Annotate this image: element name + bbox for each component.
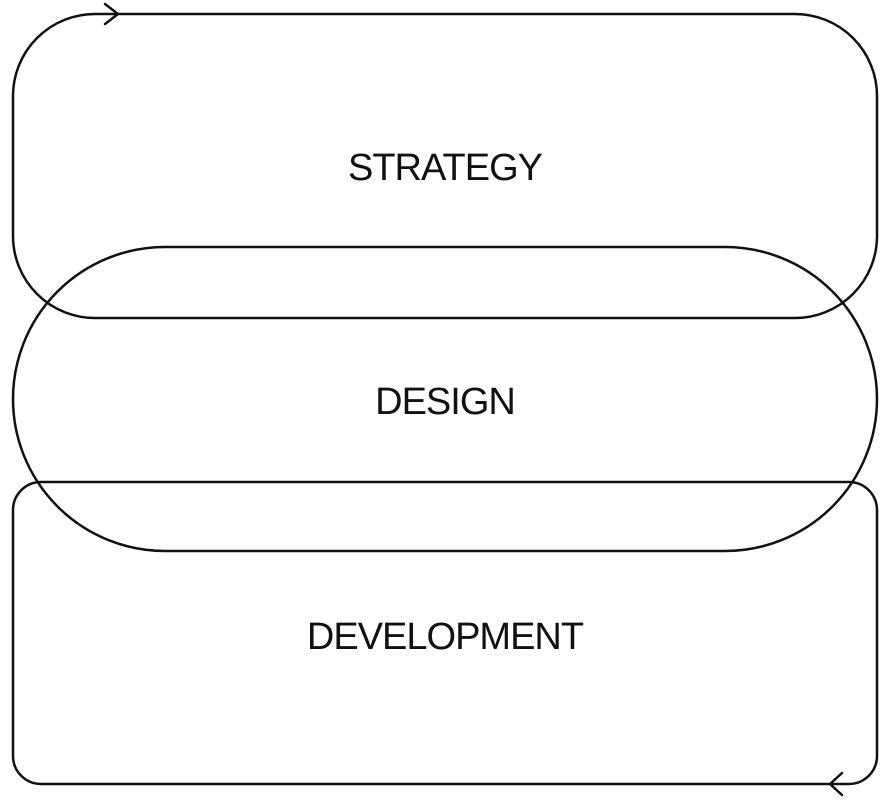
development-stage-shape	[11, 480, 879, 786]
development-label: DEVELOPMENT	[307, 616, 584, 658]
strategy-stage-shape	[11, 12, 879, 320]
arrow-left-icon	[828, 771, 844, 797]
design-label: DESIGN	[375, 381, 515, 423]
design-stage-shape	[11, 245, 879, 553]
arrow-right-icon	[103, 2, 120, 26]
strategy-label: STRATEGY	[348, 147, 543, 189]
